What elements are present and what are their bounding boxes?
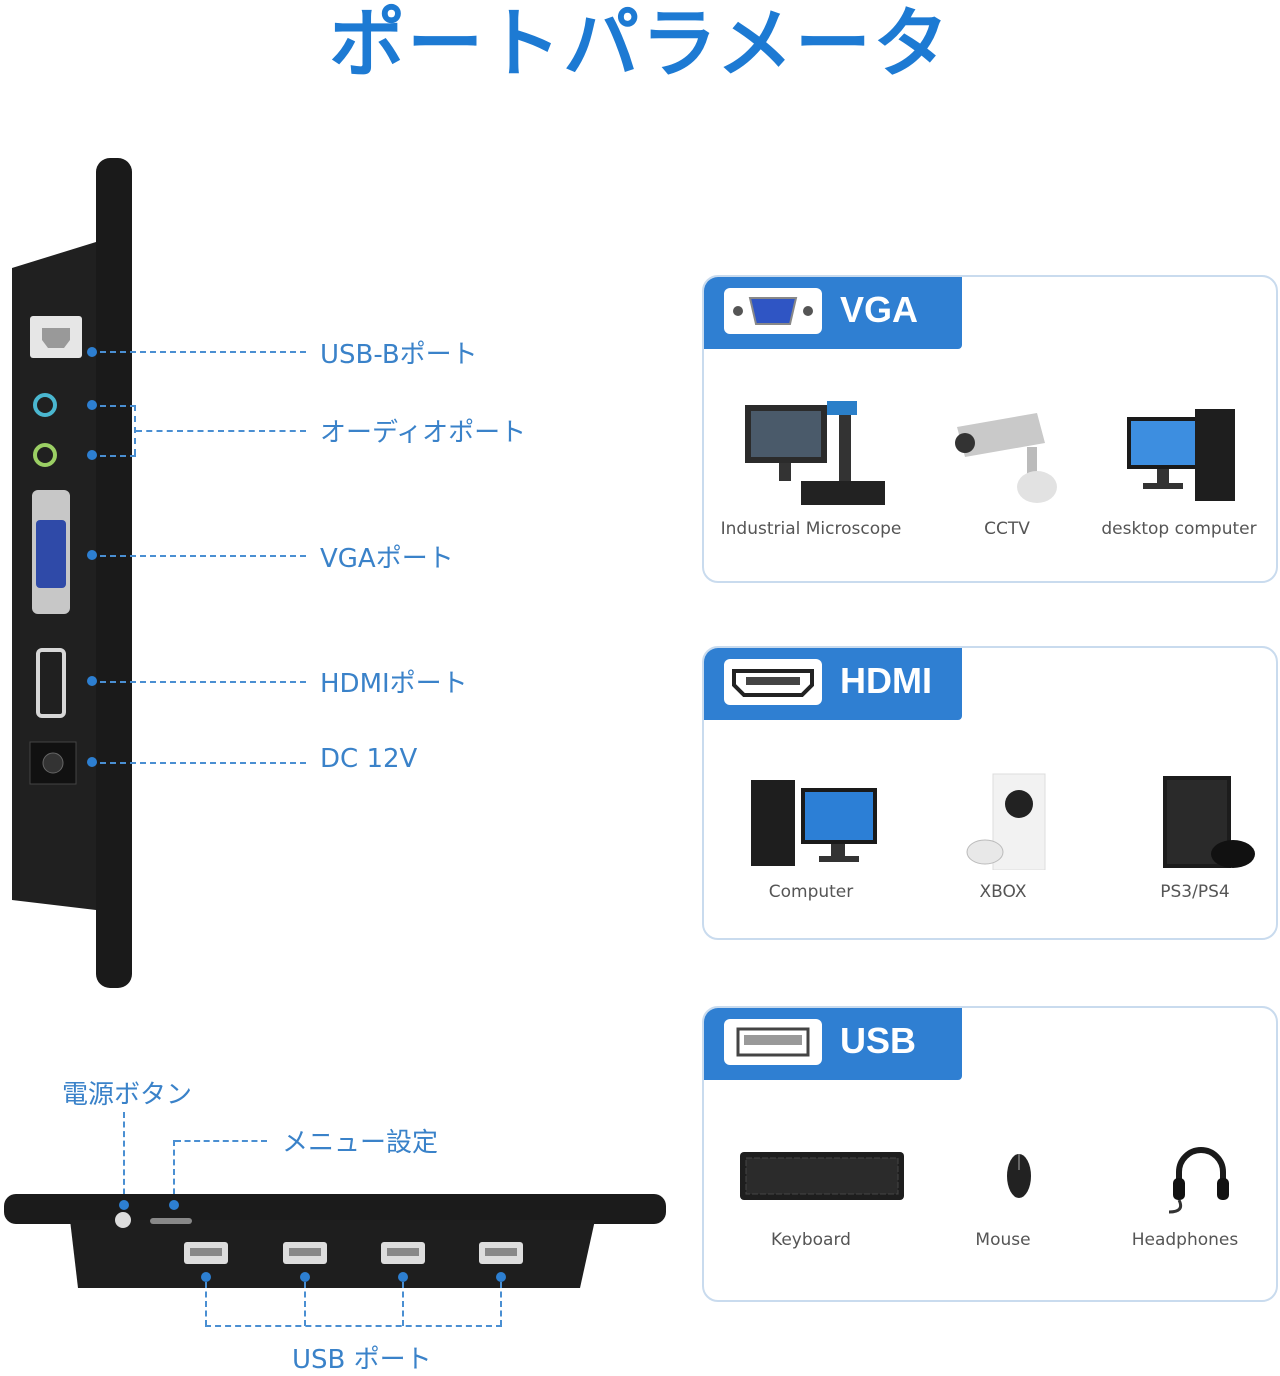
connector-dot xyxy=(87,757,97,767)
device-ps3-ps4: PS3/PS4 xyxy=(1100,770,1276,902)
power-button-label: 電源ボタン xyxy=(62,1080,193,1110)
device-xbox: XBOX xyxy=(908,770,1098,902)
device-label: Industrial Microscope xyxy=(720,519,902,539)
usb-card: USB Keyboard Mouse Headphones xyxy=(702,1006,1278,1302)
device-computer: Computer xyxy=(716,770,906,902)
device-label: Keyboard xyxy=(771,1230,851,1250)
hdmi-card: HDMI Computer XBOX PS3/PS4 xyxy=(702,646,1278,940)
device-industrial-microscope: Industrial Microscope xyxy=(716,397,906,539)
hdmi-connector-icon xyxy=(724,659,822,705)
device-keyboard: Keyboard xyxy=(716,1138,906,1250)
headphones-icon xyxy=(1168,1147,1229,1214)
device-mouse: Mouse xyxy=(908,1138,1098,1250)
leader-line xyxy=(100,762,306,764)
device-headphones: Headphones xyxy=(1090,1138,1276,1250)
cctv-camera-icon xyxy=(955,413,1057,503)
leader-line xyxy=(100,455,136,457)
leader-line xyxy=(136,430,306,432)
usb-card-title: USB xyxy=(840,1020,917,1061)
connector-dot xyxy=(496,1272,506,1282)
connector-dot xyxy=(300,1272,310,1282)
usb-b-port-label: USB-Bポート xyxy=(320,340,478,370)
xbox-icon xyxy=(966,773,1046,871)
vga-card: VGA Industrial Microscope CCTV desktop c… xyxy=(702,275,1278,583)
device-label: XBOX xyxy=(979,882,1027,902)
leader-line xyxy=(100,405,136,407)
menu-settings-label: メニュー設定 xyxy=(282,1128,439,1158)
leader-line xyxy=(100,681,306,683)
computer-icon xyxy=(751,780,877,866)
dc-12v-label: DC 12V xyxy=(320,744,418,774)
audio-jack-icon xyxy=(33,443,57,467)
monitor-side-view xyxy=(12,158,132,988)
device-label: PS3/PS4 xyxy=(1160,882,1230,902)
mouse-icon xyxy=(1007,1154,1031,1198)
page-title: ポートパラメータ xyxy=(329,0,951,88)
leader-line xyxy=(100,351,306,353)
connector-dot xyxy=(87,676,97,686)
usb-card-header: USB xyxy=(704,1008,962,1080)
vga-port-label: VGAポート xyxy=(320,544,454,574)
device-label: Computer xyxy=(768,882,854,902)
hdmi-port-label: HDMIポート xyxy=(320,669,468,699)
leader-line xyxy=(205,1325,502,1327)
leader-line xyxy=(173,1140,175,1204)
leader-line xyxy=(134,405,136,455)
connector-dot xyxy=(398,1272,408,1282)
device-label: Headphones xyxy=(1131,1230,1239,1250)
playstation-icon xyxy=(1163,776,1255,868)
leader-line xyxy=(402,1282,404,1326)
usb-connector-icon xyxy=(724,1019,822,1065)
leader-line xyxy=(304,1282,306,1326)
menu-button-icon xyxy=(150,1218,192,1224)
hdmi-card-header: HDMI xyxy=(704,648,962,720)
microscope-icon xyxy=(745,401,885,505)
device-label: desktop computer xyxy=(1101,519,1257,539)
device-desktop-computer: desktop computer xyxy=(1084,397,1274,539)
vga-card-title: VGA xyxy=(840,289,919,330)
connector-dot xyxy=(169,1200,179,1210)
device-label: CCTV xyxy=(984,519,1030,539)
connector-dot xyxy=(201,1272,211,1282)
device-label: Mouse xyxy=(975,1230,1031,1250)
connector-dot xyxy=(87,550,97,560)
vga-connector-icon xyxy=(724,288,822,334)
vga-card-header: VGA xyxy=(704,277,962,349)
monitor-bottom-view xyxy=(4,1194,666,1288)
leader-line xyxy=(205,1282,207,1326)
leader-line xyxy=(123,1112,125,1204)
device-cctv: CCTV xyxy=(912,397,1102,539)
keyboard-icon xyxy=(740,1152,904,1200)
desktop-computer-icon xyxy=(1127,409,1235,501)
hdmi-card-title: HDMI xyxy=(840,660,932,701)
leader-line xyxy=(175,1140,267,1142)
power-button-icon xyxy=(115,1212,131,1228)
audio-port-label: オーディオポート xyxy=(320,418,527,448)
connector-dot xyxy=(87,400,97,410)
usb-ports-label: USB ポート xyxy=(292,1345,432,1375)
audio-jack-icon xyxy=(33,393,57,417)
connector-dot xyxy=(87,450,97,460)
connector-dot xyxy=(87,347,97,357)
hdmi-port-icon xyxy=(36,648,66,718)
leader-line xyxy=(500,1282,502,1326)
leader-line xyxy=(100,555,306,557)
connector-dot xyxy=(119,1200,129,1210)
